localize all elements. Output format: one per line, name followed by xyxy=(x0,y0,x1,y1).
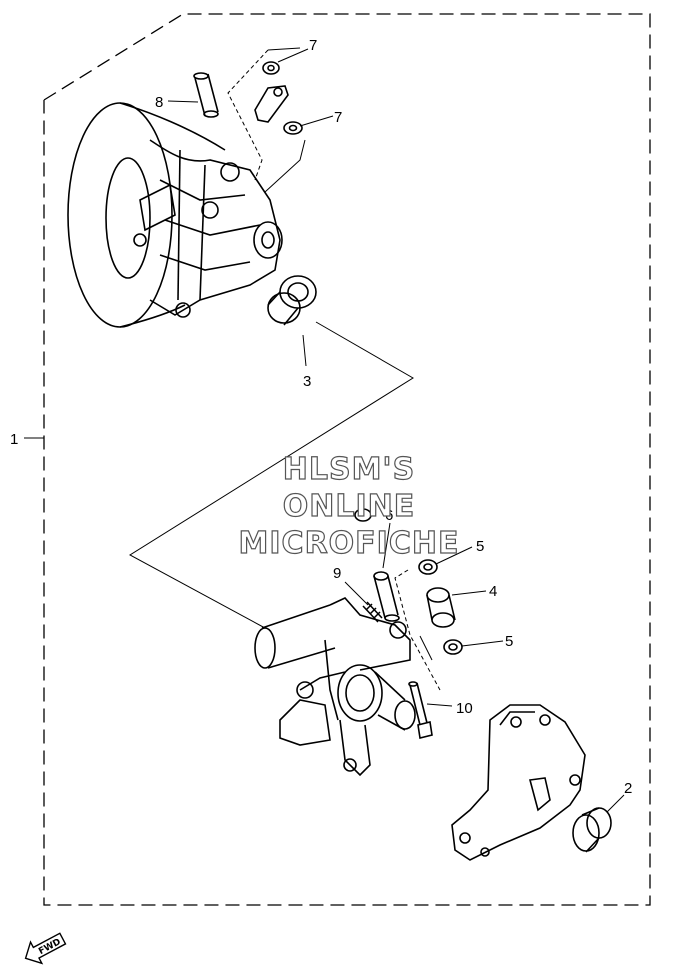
callout-3: 3 xyxy=(303,373,311,390)
watermark-line-3: MICROFICHE xyxy=(239,526,460,561)
watermark-line-1: HLSM'S xyxy=(283,452,415,487)
callout-9: 9 xyxy=(333,565,341,582)
part-3-seal xyxy=(267,275,317,326)
cover-plate xyxy=(451,704,586,861)
callout-7b: 7 xyxy=(334,109,342,126)
part-8-pin xyxy=(193,72,219,118)
callout-5a: 5 xyxy=(476,538,484,555)
callout-5b: 5 xyxy=(505,633,513,650)
assembly-link-lines xyxy=(129,321,414,629)
upper-sheave-assembly xyxy=(67,102,283,328)
fwd-arrow-badge: FWD xyxy=(24,932,67,965)
callout-1: 1 xyxy=(10,431,18,448)
leader-lines xyxy=(24,48,625,813)
callout-8: 8 xyxy=(155,94,163,111)
callout-labels: 1 2 3 4 5 5 6 7 7 8 9 10 xyxy=(10,37,632,797)
callout-4: 4 xyxy=(489,583,497,600)
alignment-bracket-upper xyxy=(227,47,306,193)
part-9-screw xyxy=(362,601,383,623)
callout-7a: 7 xyxy=(309,37,317,54)
alignment-bracket-lower xyxy=(394,569,441,691)
watermark-line-2: ONLINE xyxy=(283,489,416,524)
watermark: HLSM'S ONLINE MICROFICHE xyxy=(238,451,460,561)
part-10-bolt xyxy=(408,681,433,739)
callout-6: 6 xyxy=(385,507,393,524)
part-4-bushing xyxy=(426,587,456,628)
fwd-arrow-icon xyxy=(24,932,67,965)
part-2-bushing xyxy=(572,807,612,853)
callout-10: 10 xyxy=(456,700,473,717)
part-5-washers xyxy=(418,559,463,655)
lower-spider-assembly xyxy=(254,597,416,777)
part-7-washers xyxy=(254,61,303,135)
assembly-boundary xyxy=(43,13,651,906)
part-6-pin xyxy=(354,508,400,622)
callout-2: 2 xyxy=(624,780,632,797)
